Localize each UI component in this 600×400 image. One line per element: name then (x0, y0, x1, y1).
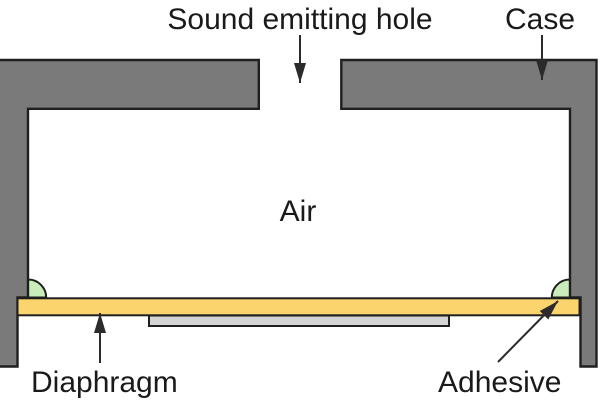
label-air: Air (280, 195, 317, 228)
piezo-plate (148, 314, 450, 327)
adhesive-fillet-right (550, 278, 571, 299)
label-adhesive: Adhesive (438, 366, 561, 399)
adhesive-fillet-left (27, 278, 48, 299)
adhesive-arrow (497, 300, 559, 363)
label-case: Case (505, 3, 575, 36)
label-diaphragm: Diaphragm (31, 366, 178, 399)
diaphragm-strip (16, 297, 581, 317)
label-sound-emitting-hole: Sound emitting hole (167, 3, 432, 36)
